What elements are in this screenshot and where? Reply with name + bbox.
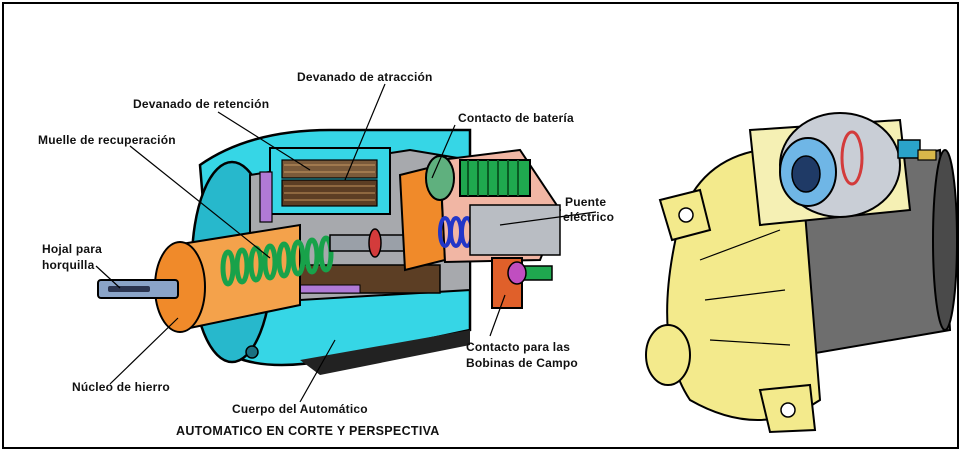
label-muelle-recuperacion: Muelle de recuperación (38, 133, 176, 147)
body-base-shadow (300, 330, 470, 375)
electric-bridge-plate (469, 204, 561, 256)
plunger-end (791, 155, 821, 193)
return-spring (220, 235, 334, 287)
flange-hole (678, 207, 694, 223)
label-hojal-line1: Hojal para (42, 242, 103, 256)
winding-bobbin-plate (259, 171, 273, 223)
starter-motor-perspective (645, 112, 958, 434)
label-contacto-bobinas-line2: Bobinas de Campo (466, 356, 578, 370)
field-coil-nut (507, 261, 527, 285)
label-nucleo-hierro: Núcleo de hierro (72, 380, 170, 394)
solenoid-terminal (897, 139, 921, 159)
bolt-thread (467, 160, 519, 196)
label-devanado-atraccion: Devanado de atracción (297, 70, 433, 84)
label-devanado-retencion: Devanado de retención (133, 97, 270, 111)
hold-in-winding (281, 159, 378, 179)
battery-terminal-nut (425, 155, 455, 201)
shaft-ring (368, 228, 382, 258)
winding-texture (284, 164, 375, 201)
pinion-end (645, 324, 691, 386)
red-contact-ring (840, 130, 864, 186)
lower-winding-plate (299, 284, 361, 294)
label-contacto-bobinas-line1: Contacto para las (466, 340, 571, 354)
fork-eyelet-slot (108, 286, 150, 292)
housing-end (932, 149, 958, 331)
mounting-hole (245, 345, 259, 359)
leader-lines (95, 83, 597, 403)
bracket-ribs (699, 229, 791, 346)
label-cuerpo-automatico: Cuerpo del Automático (232, 402, 368, 416)
figure-caption: AUTOMATICO EN CORTE Y PERSPECTIVA (176, 424, 440, 438)
lower-flange-hole (780, 402, 796, 418)
label-puente-line2: eléctrico (563, 210, 615, 224)
label-contacto-bateria: Contacto de batería (458, 111, 574, 125)
solenoid-tab (917, 149, 937, 161)
solenoid-cutaway (97, 128, 562, 375)
battery-terminal-bolt (459, 159, 531, 197)
label-hojal-line2: horquilla (42, 258, 95, 272)
label-puente-line1: Puente (565, 195, 607, 209)
